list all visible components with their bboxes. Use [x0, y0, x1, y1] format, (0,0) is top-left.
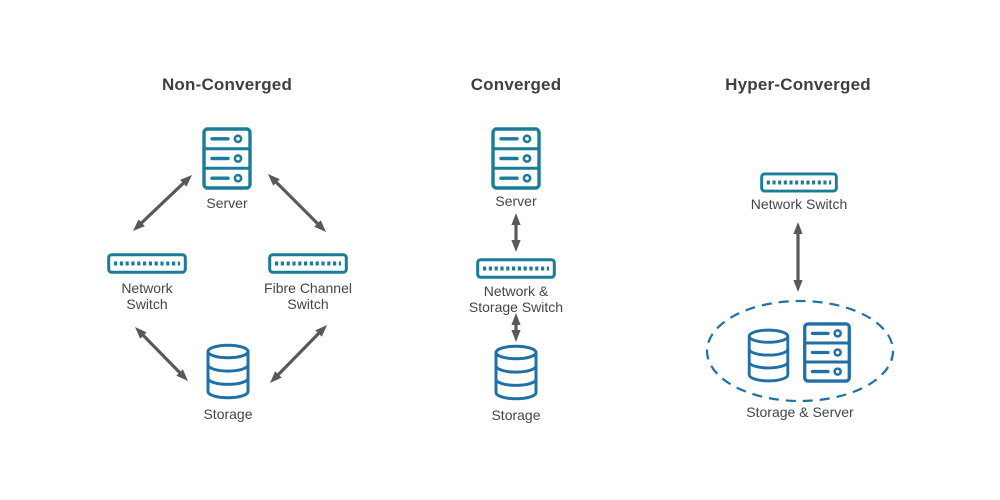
column-title-converged: Converged	[470, 75, 562, 94]
node-label-storage: Storage	[203, 406, 253, 422]
node-label-network-switch: Network Switch	[750, 196, 848, 212]
storage-icon	[746, 328, 791, 383]
bidirectional-arrow	[270, 325, 327, 383]
network-switch-icon	[476, 258, 556, 279]
node-label-network-storage-switch: Network & Storage Switch	[468, 283, 564, 315]
node-label-fibre-channel-switch: Fibre Channel Switch	[264, 280, 352, 312]
node-label-network-switch: Network Switch	[121, 280, 173, 312]
node-label-server: Server	[495, 193, 537, 209]
storage-icon	[493, 344, 539, 401]
bidirectional-arrow	[793, 222, 803, 292]
node-label-storage: Storage	[491, 407, 541, 423]
bidirectional-arrow	[511, 213, 521, 252]
bidirectional-arrow	[511, 313, 521, 342]
node-label-server: Server	[206, 195, 248, 211]
server-icon	[491, 127, 541, 190]
column-title-hyper-converged: Hyper-Converged	[725, 75, 871, 94]
server-icon	[202, 127, 252, 190]
node-label-storage-and-server: Storage & Server	[746, 404, 854, 420]
network-switch-icon	[760, 172, 838, 193]
server-icon	[801, 322, 853, 383]
network-switch-icon	[268, 253, 348, 274]
network-switch-icon	[107, 253, 187, 274]
storage-icon	[205, 343, 251, 400]
bidirectional-arrow	[135, 327, 188, 381]
dashed-ellipse	[705, 299, 895, 403]
column-title-non-converged: Non-Converged	[161, 75, 293, 94]
